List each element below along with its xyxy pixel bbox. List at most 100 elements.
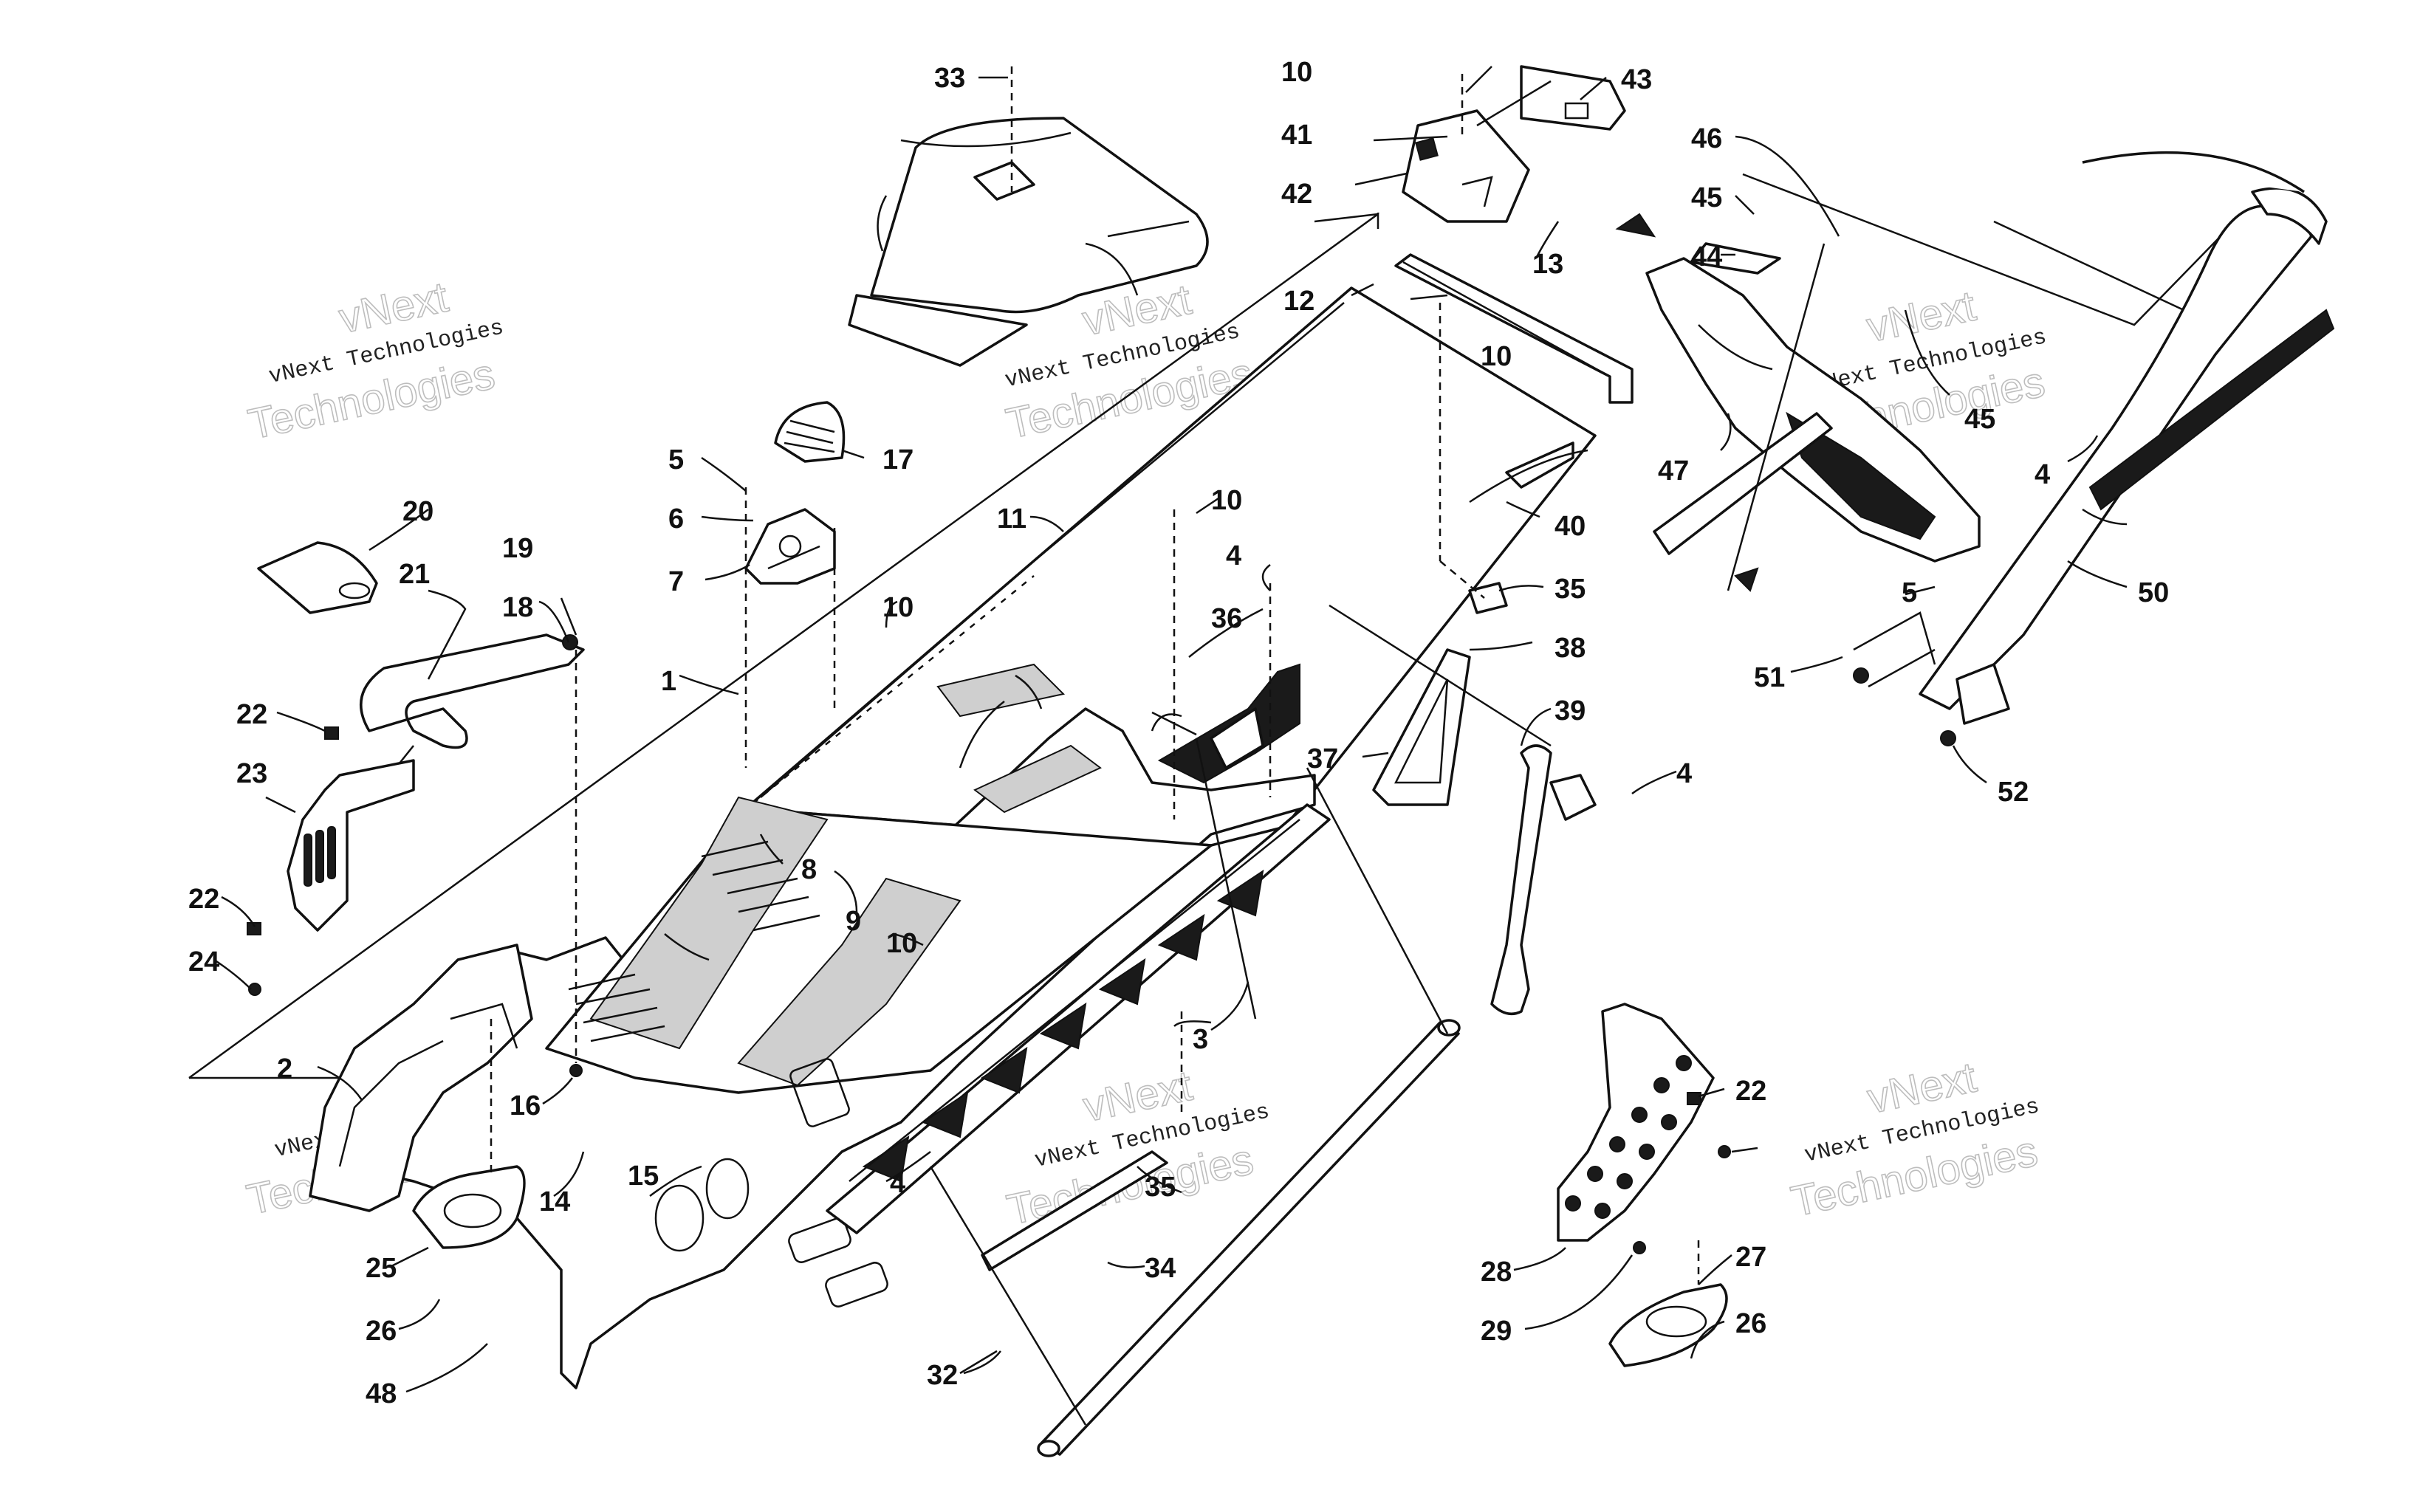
nut-22-c xyxy=(1687,1092,1701,1105)
callout-23: 23 xyxy=(236,758,267,789)
callout-43: 45 xyxy=(1691,182,1722,213)
bracket-7 xyxy=(744,508,836,585)
callout-27: 27 xyxy=(1735,1242,1766,1273)
decal-52 xyxy=(1157,663,1300,784)
bolt-group-47 xyxy=(1853,611,1936,688)
cover-20 xyxy=(257,541,378,614)
callout-21: 21 xyxy=(399,559,430,590)
strip-33 xyxy=(981,1150,1168,1271)
callout-4-mid: 4 xyxy=(1226,540,1241,571)
bracket-39 xyxy=(1402,109,1530,223)
footrest-bracket-28 xyxy=(1557,1003,1715,1242)
callout-38: 40 xyxy=(1555,511,1586,542)
callout-6: 6 xyxy=(668,504,684,535)
bracket-37 xyxy=(1490,744,1597,1016)
flap-vents xyxy=(304,826,336,887)
nut-22-a xyxy=(324,726,339,740)
callout-34: 35 xyxy=(1555,574,1586,605)
watermark-bottom-right: Technologies vNext vNext Technologies xyxy=(1786,1053,2042,1227)
callout-22-left: 22 xyxy=(236,699,267,730)
callout-10-mid: 10 xyxy=(1211,485,1242,516)
callout-7: 7 xyxy=(668,566,684,597)
running-board-grip-upper-a xyxy=(936,663,1066,718)
callout-4-low: 4 xyxy=(890,1168,905,1199)
guard-44 xyxy=(1645,257,1981,563)
rear-bracket-13 xyxy=(1394,253,1634,404)
nut-19 xyxy=(562,634,578,650)
bolt-29 xyxy=(1633,1241,1646,1254)
clip-34 xyxy=(1468,582,1508,614)
running-board-edge xyxy=(826,803,1331,1234)
callout-8: 8 xyxy=(801,854,817,885)
guide-lines xyxy=(929,80,1826,1426)
bolt-16 xyxy=(569,1064,583,1077)
strip-45 xyxy=(1653,412,1833,555)
callout-35-right: 37 xyxy=(1307,743,1338,774)
callout-26-right: 26 xyxy=(1735,1308,1766,1339)
callout-47: 51 xyxy=(1754,662,1785,693)
assembly-dash-lines xyxy=(490,66,1700,1285)
callout-2: 2 xyxy=(277,1054,292,1085)
callout-35-mid: 36 xyxy=(1211,603,1242,634)
callout-10-left: 10 xyxy=(882,592,914,623)
bracket-41 xyxy=(1520,65,1626,131)
callout-15: 15 xyxy=(628,1161,659,1192)
callout-45-low: 48 xyxy=(366,1378,397,1409)
rod-32 xyxy=(1037,1019,1461,1457)
callout-33: 35 xyxy=(1145,1172,1176,1203)
flap-23 xyxy=(287,759,415,932)
callout-1: 1 xyxy=(661,666,676,697)
callout-32: 34 xyxy=(1145,1253,1176,1284)
footrest-plate-27 xyxy=(1608,1283,1728,1367)
callout-42: 44 xyxy=(1691,241,1722,272)
callout-5-right: 5 xyxy=(1902,577,1917,608)
tunnel-main-body xyxy=(346,663,1316,1389)
rear-bracket-38 xyxy=(1469,441,1588,504)
callout-4-bracket: 4 xyxy=(1676,758,1692,789)
callout-18: 18 xyxy=(502,592,533,623)
callout-labels: 33 10 41 42 43 46 45 44 13 12 10 45 47 4… xyxy=(188,57,2169,1409)
plate-25 xyxy=(412,1165,526,1249)
callout-28: 28 xyxy=(1481,1257,1512,1288)
cap-17 xyxy=(774,401,846,463)
running-board-grip-right xyxy=(737,877,962,1087)
callout-29: 29 xyxy=(1481,1316,1512,1347)
fasteners xyxy=(247,634,1956,1254)
rear-bumper-46 xyxy=(1919,151,2335,725)
running-board-grip-upper-b xyxy=(973,744,1102,814)
callout-12: 12 xyxy=(1283,286,1314,317)
handle-18 xyxy=(360,633,585,783)
callout-10-top: 10 xyxy=(1281,57,1312,88)
callout-30: 33 xyxy=(934,63,965,94)
nut-54 xyxy=(1718,1145,1731,1158)
footrest-holes xyxy=(1565,1055,1692,1219)
callout-24: 24 xyxy=(188,946,219,977)
callout-45-top: 46 xyxy=(1691,123,1722,154)
callout-10-low: 10 xyxy=(886,928,917,959)
callout-37: 39 xyxy=(1555,695,1586,726)
nut-22-b xyxy=(247,922,261,935)
running-board-grip-left xyxy=(589,796,829,1050)
callout-20: 20 xyxy=(402,496,433,527)
callout-3: 3 xyxy=(1193,1024,1208,1055)
callout-41: 43 xyxy=(1621,64,1652,95)
callout-10-deck: 10 xyxy=(1481,341,1512,372)
callout-16: 16 xyxy=(510,1090,541,1121)
callout-22-right: 22 xyxy=(1735,1076,1766,1107)
watermark-top-left: Technologies vNext vNext Technologies xyxy=(244,272,506,450)
callout-44: 45 xyxy=(1964,404,1995,435)
callout-31: 32 xyxy=(927,1360,958,1391)
callout-40: 42 xyxy=(1281,179,1312,210)
callout-26-left: 26 xyxy=(366,1316,397,1347)
callout-4-right: 4 xyxy=(2035,459,2050,490)
floor-slots xyxy=(568,840,820,1042)
triangle-cutouts xyxy=(862,869,1264,1183)
watermark-small-text: vNext xyxy=(1862,282,1980,351)
tunnel-bag xyxy=(848,117,1209,367)
bolt-24 xyxy=(248,983,261,996)
bumper-decal-53 xyxy=(2088,309,2335,511)
callout-22-low: 22 xyxy=(188,884,219,915)
nut-48 xyxy=(1940,730,1956,746)
callout-11: 11 xyxy=(997,504,1026,535)
